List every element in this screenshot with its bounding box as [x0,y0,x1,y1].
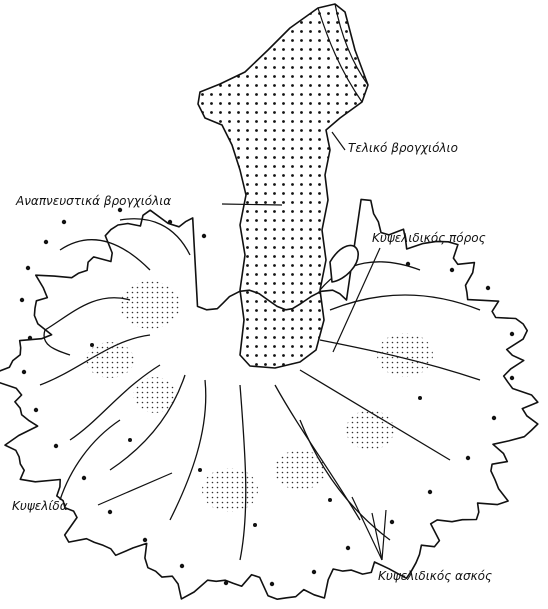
label-respiratory-bronchiole: Αναπνευστικά βρογχιόλια [15,194,171,208]
label-terminal-bronchiole: Τελικό βρογχιόλιο [348,141,458,155]
leader-terminal-bronchiole [332,132,345,150]
label-alveolar-duct: Κυψελιδικός πόρος [372,231,486,245]
label-alveolar-sacs: Κυψελιδικός ασκός [378,569,492,583]
label-alveolus: Κυψελίδα [12,499,68,513]
